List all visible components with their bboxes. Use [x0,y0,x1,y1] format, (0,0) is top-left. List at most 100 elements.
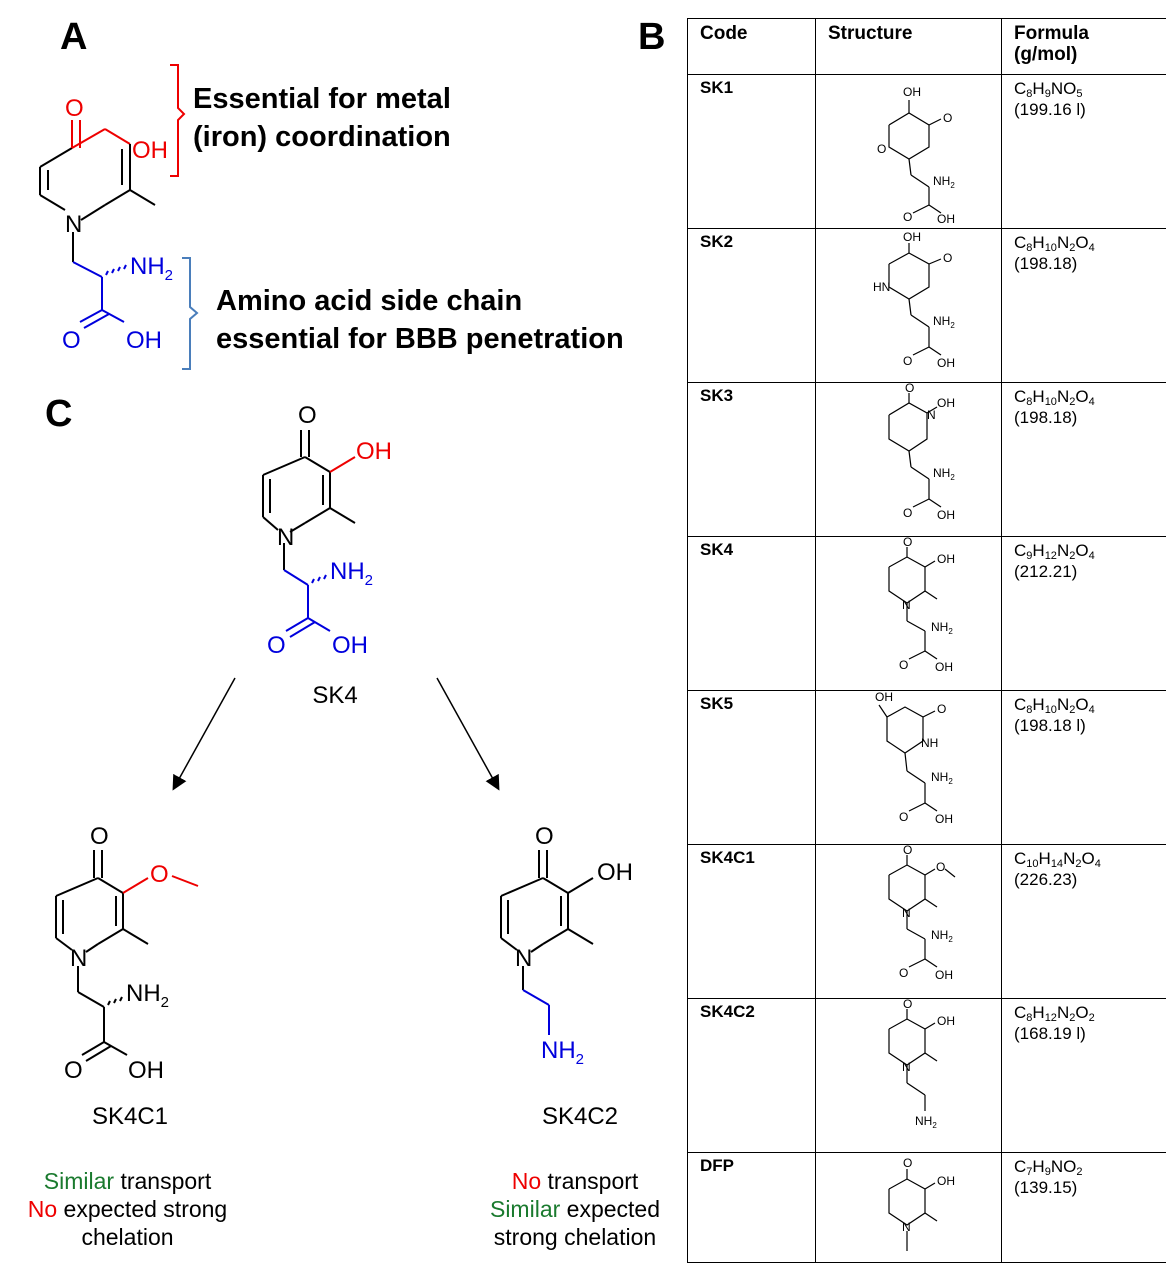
row-code: SK3 [688,383,816,537]
desc-strong-chelation: strong chelation [455,1223,695,1251]
sk2-structure: OH O HN NH2 O OH [849,229,969,377]
row-formula: C10H14N2O4(226.23) [1002,845,1166,999]
svg-text:O: O [899,658,908,672]
svg-text:OH: OH [937,508,955,522]
svg-text:O: O [903,1156,912,1170]
atom-nh2: NH2 [126,980,169,1011]
svg-text:O: O [903,845,912,857]
sk4c2-structure: O OH N NH2 [485,820,665,1070]
atom-o: O [535,823,554,850]
row-mw: (212.21) [1014,562,1077,581]
atom-nh2: NH2 [130,253,173,284]
sk4c1-label: SK4C1 [80,1105,180,1129]
svg-text:OH: OH [937,396,955,410]
svg-text:O: O [899,810,908,824]
svg-text:OH: OH [937,356,955,370]
svg-text:NH2: NH2 [931,770,953,786]
bracket-red [168,62,192,182]
row-formula: C8H9NO5(199.16 l) [1002,75,1166,229]
atom-nh2: NH2 [541,1037,584,1068]
svg-text:O: O [905,383,914,395]
svg-text:O: O [903,506,912,520]
arrow-right [437,678,498,788]
row-mw: (226.23) [1014,870,1077,889]
svg-text:NH: NH [921,736,938,750]
atom-oh-acid: OH [332,632,368,659]
row-code: SK4C1 [688,845,816,999]
row-code: SK1 [688,75,816,229]
atom-o-carbonyl: O [64,1057,83,1084]
row-structure: OH O HN NH2 O OH [816,229,1002,383]
sk4c1-structure: O O N NH2 O OH [20,820,240,1085]
svg-text:OH: OH [937,552,955,566]
table-header-row: Code Structure Formula(g/mol) [688,19,1166,75]
panel-label-b: B [638,18,665,56]
atom-o-keto: O [65,95,84,122]
atom-n: N [70,945,87,972]
svg-text:N: N [902,598,911,612]
desc-no: No [512,1168,541,1194]
desc-expected: expected [560,1196,660,1222]
compound-table: Code Structure Formula(g/mol) SK1 OH O O N… [687,18,1166,1263]
desc-similar: Similar [44,1168,114,1194]
row-formula: C8H12N2O2(168.19 l) [1002,999,1166,1153]
amino-note-line1: Amino acid side chain [216,282,624,320]
svg-text:O: O [903,537,912,549]
svg-text:OH: OH [903,85,921,99]
atom-n: N [277,524,294,551]
desc-no: No [28,1196,57,1222]
row-code: SK5 [688,691,816,845]
svg-text:OH: OH [935,968,953,982]
svg-text:O: O [877,142,886,156]
svg-text:OH: OH [937,212,955,223]
svg-text:OH: OH [875,691,893,704]
desc-chelation: chelation [0,1223,255,1251]
bbb-penetration-note: Amino acid side chain essential for BBB … [216,282,624,358]
svg-text:N: N [902,1220,911,1234]
row-mw: (198.18 l) [1014,716,1086,735]
svg-text:NH2: NH2 [931,620,953,636]
svg-text:O: O [899,966,908,980]
atom-oh: OH [597,859,633,886]
svg-text:O: O [903,999,912,1011]
row-code: SK4C2 [688,999,816,1153]
desc-similar: Similar [490,1196,560,1222]
arrow-left [174,678,235,788]
metal-coordination-note: Essential for metal (iron) coordination [193,80,451,156]
bracket-blue [180,255,204,373]
svg-text:OH: OH [903,230,921,244]
row-code: SK2 [688,229,816,383]
row-formula: C8H10N2O4(198.18) [1002,383,1166,537]
atom-o: O [90,823,109,850]
header-code: Code [688,19,816,75]
header-formula: Formula(g/mol) [1002,19,1166,75]
svg-text:O: O [903,210,912,223]
atom-o-methoxy: O [150,861,169,888]
header-structure: Structure [816,19,1002,75]
svg-text:HN: HN [873,280,890,294]
svg-text:NH2: NH2 [933,314,955,330]
metal-note-line1: Essential for metal [193,80,451,118]
row-code: DFP [688,1153,816,1263]
atom-oh: OH [356,438,392,465]
svg-text:O: O [943,251,952,265]
svg-text:O: O [903,354,912,368]
row-mw: (168.19 l) [1014,1024,1086,1043]
